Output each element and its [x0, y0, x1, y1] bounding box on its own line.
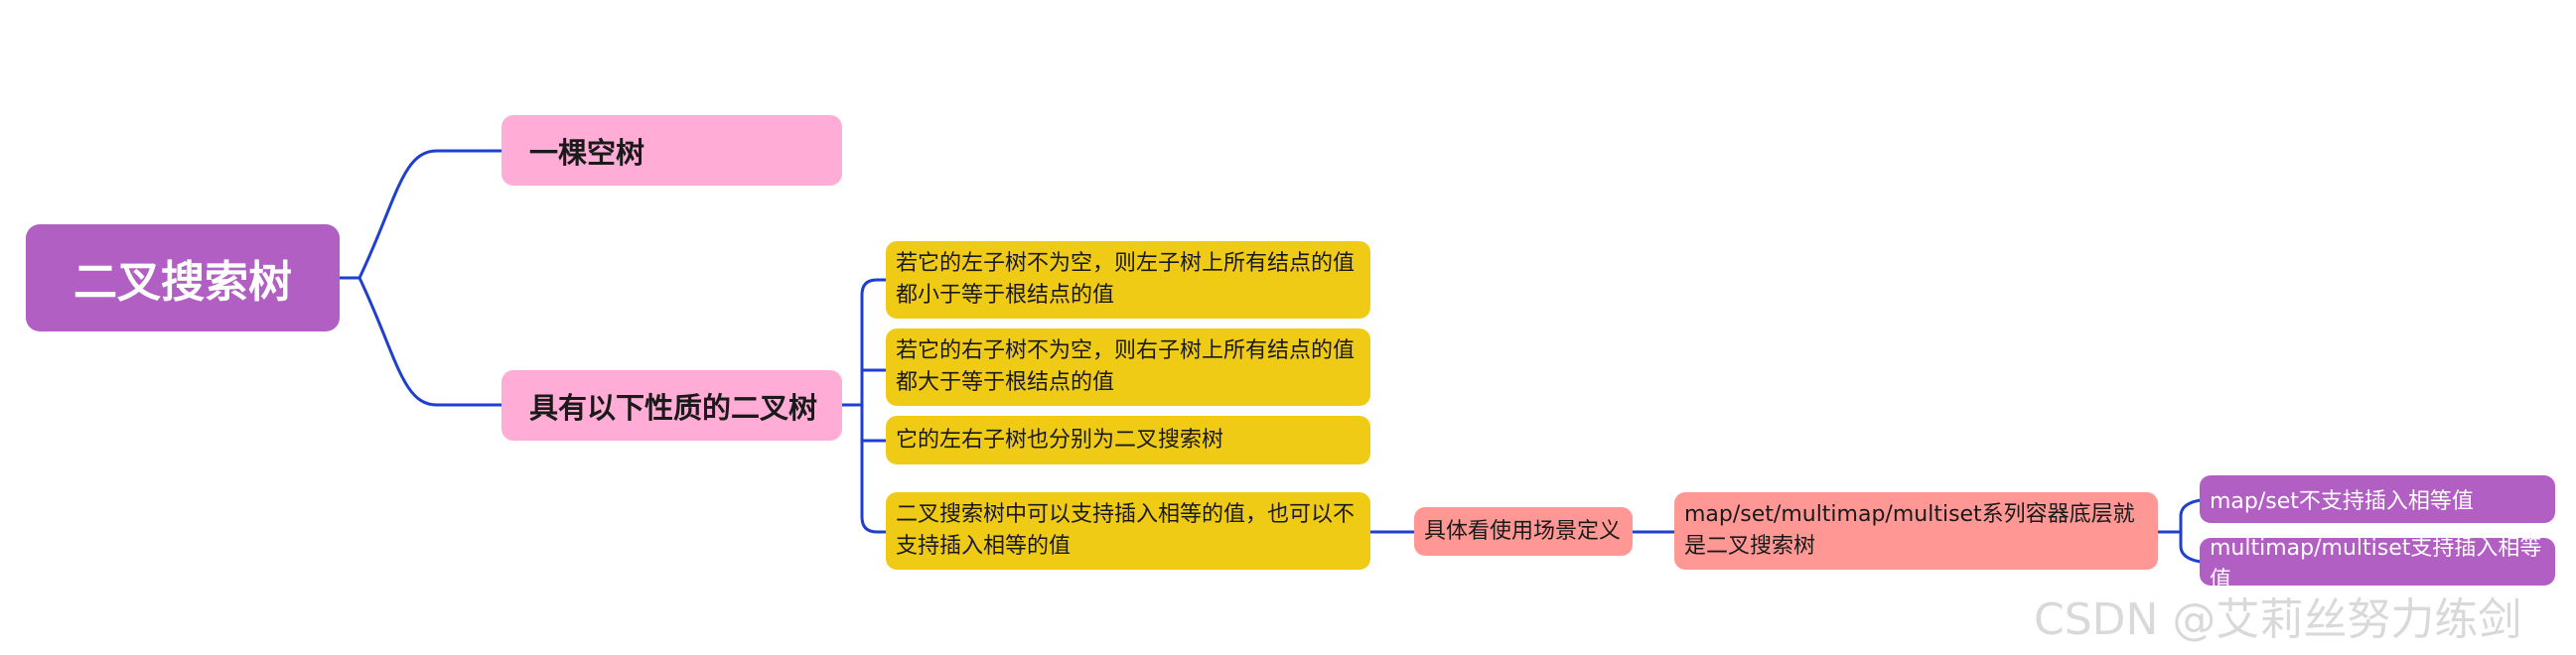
scenario-label: 具体看使用场景定义 — [1424, 518, 1622, 544]
root-node[interactable]: 二叉搜索树 — [26, 224, 340, 331]
property-recursive-text: 它的左右子树也分别为二叉搜索树 — [896, 427, 1224, 453]
connector-leaf-bracket — [2179, 497, 2217, 565]
leaf-map-set[interactable]: map/set不支持插入相等值 — [2200, 475, 2555, 523]
containers-node[interactable]: map/set/multimap/multiset系列容器底层就是二叉搜索树 — [1674, 492, 2158, 570]
branch-property-tree-label: 具有以下性质的二叉树 — [529, 390, 818, 425]
branch-empty-tree-label: 一棵空树 — [529, 135, 645, 170]
property-equal-values[interactable]: 二叉搜索树中可以支持插入相等的值，也可以不支持插入相等的值 — [886, 492, 1370, 570]
property-recursive[interactable]: 它的左右子树也分别为二叉搜索树 — [886, 416, 1370, 464]
scenario-node[interactable]: 具体看使用场景定义 — [1414, 507, 1633, 556]
branch-property-tree[interactable]: 具有以下性质的二叉树 — [501, 370, 842, 441]
branch-empty-tree[interactable]: 一棵空树 — [501, 115, 842, 186]
leaf-map-set-label: map/set不支持插入相等值 — [2210, 489, 2474, 514]
property-left-subtree[interactable]: 若它的左子树不为空，则左子树上所有结点的值都小于等于根结点的值 — [886, 241, 1370, 319]
root-label: 二叉搜索树 — [73, 257, 292, 308]
watermark-text: CSDN @艾莉丝努力练剑 — [2034, 594, 2522, 645]
containers-label: map/set/multimap/multiset系列容器底层就是二叉搜索树 — [1684, 502, 2135, 559]
connector-root-to-property-tree — [358, 277, 501, 407]
leaf-multimap-multiset[interactable]: multimap/multiset支持插入相等值 — [2200, 536, 2555, 592]
leaf-multimap-multiset-label: multimap/multiset支持插入相等值 — [2210, 536, 2542, 592]
connector-property-bracket — [860, 278, 878, 534]
property-left-subtree-text: 若它的左子树不为空，则左子树上所有结点的值都小于等于根结点的值 — [896, 251, 1356, 308]
connector-root-to-empty-tree — [358, 149, 501, 279]
property-right-subtree[interactable]: 若它的右子树不为空，则右子树上所有结点的值都大于等于根结点的值 — [886, 328, 1370, 406]
property-right-subtree-text: 若它的右子树不为空，则右子树上所有结点的值都大于等于根结点的值 — [896, 338, 1356, 395]
property-equal-values-text: 二叉搜索树中可以支持插入相等的值，也可以不支持插入相等的值 — [896, 502, 1356, 559]
